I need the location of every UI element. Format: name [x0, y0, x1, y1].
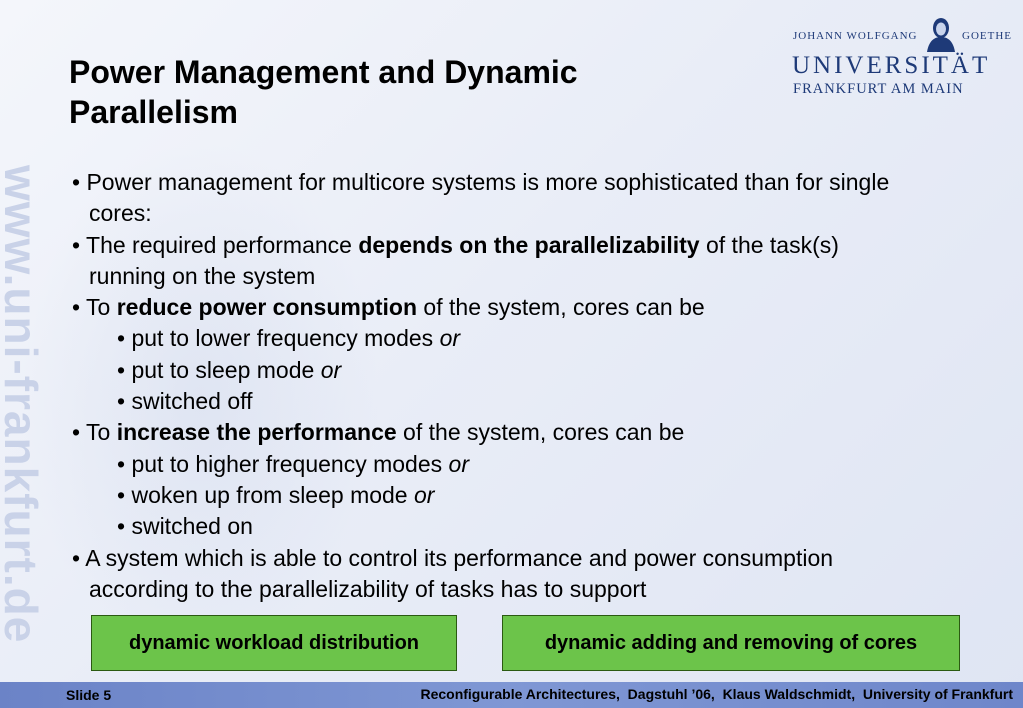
bullet-3-sub-2: • put to sleep mode or: [117, 356, 342, 383]
footer-info: Reconfigurable Architectures, Dagstuhl ’…: [420, 686, 1013, 702]
bullet-1-line-1: • Power management for multicore systems…: [72, 169, 890, 195]
dynamic-cores-box: dynamic adding and removing of cores: [502, 615, 960, 671]
logo-university-text: UNIVERSITÄT: [792, 52, 991, 79]
watermark-url: www.uni-frankfurt.de: [0, 165, 47, 644]
background-portrait-decoration: [20, 140, 380, 660]
goethe-portrait-icon: [927, 18, 955, 52]
bullet-3-emphasis: reduce power consumption: [116, 294, 418, 321]
bullet-3: • To reduce power consumption of the sys…: [72, 294, 705, 321]
bullet-5-line-2: according to the parallelizability of ta…: [89, 575, 647, 602]
bullet-4-sub-1: • put to higher frequency modes or: [117, 450, 469, 477]
bullet-3-sub-1: • put to lower frequency modes or: [117, 325, 461, 352]
bullet-4-sub-3: • switched on: [117, 513, 253, 540]
footer-bar: Slide 5 Reconfigurable Architectures, Da…: [0, 682, 1023, 708]
bullet-4: • To increase the performance of the sys…: [72, 419, 685, 446]
slide-title-line2: Parallelism: [69, 94, 238, 130]
bullet-4-sub-2: • woken up from sleep mode or: [117, 481, 435, 508]
logo-top-right-text: GOETHE: [962, 30, 1012, 42]
bullet-4-emphasis: increase the performance: [116, 419, 397, 446]
university-logo: JOHANN WOLFGANG GOETHE UNIVERSITÄT FRANK…: [790, 14, 1015, 104]
slide-title: Power Management and Dynamic Parallelism: [69, 52, 709, 132]
slide-title-line1: Power Management and Dynamic: [69, 54, 578, 90]
bullet-2-line-2: running on the system: [89, 262, 316, 289]
slide-number: Slide 5: [66, 687, 112, 703]
bullet-2-line-1: • The required performance depends on th…: [72, 231, 839, 258]
bullet-1-line-2: cores:: [89, 200, 152, 227]
logo-top-left-text: JOHANN WOLFGANG: [793, 30, 918, 42]
bullet-list: • Power management for multicore systems…: [72, 167, 1012, 605]
bullet-3-sub-3: • switched off: [117, 388, 253, 415]
dynamic-workload-box: dynamic workload distribution: [91, 615, 457, 671]
bullet-2-emphasis: depends on the parallelizability: [358, 231, 700, 258]
logo-city-text: FRANKFURT AM MAIN: [793, 81, 964, 97]
bullet-5-line-1: • A system which is able to control its …: [72, 544, 834, 571]
